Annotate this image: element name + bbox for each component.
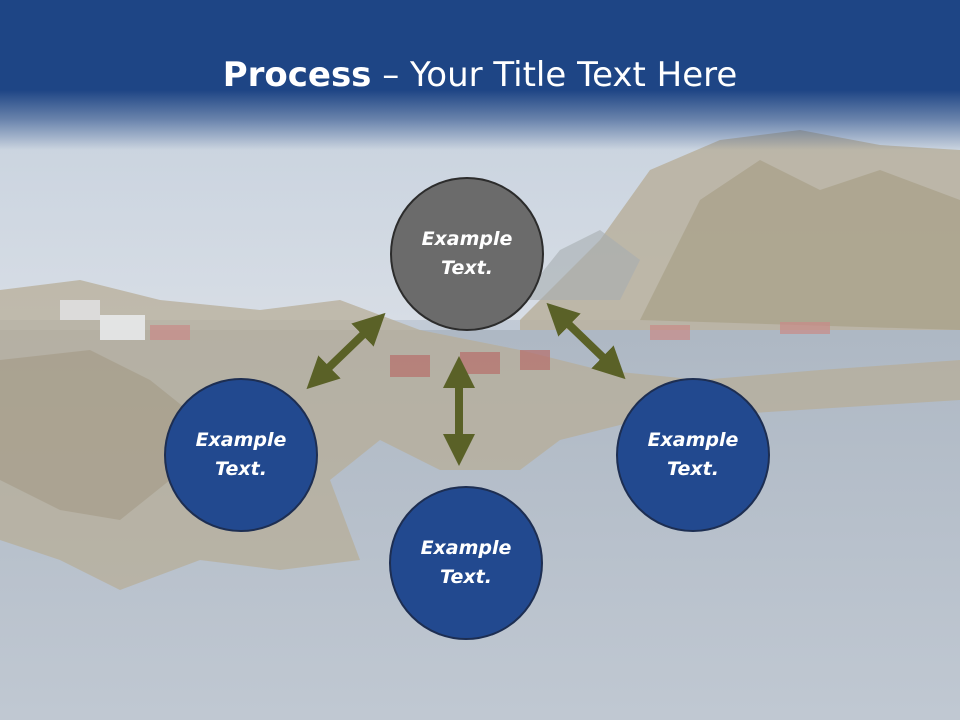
left-node: Example Text.: [164, 378, 318, 532]
page-title: Process – Your Title Text Here: [0, 50, 960, 100]
arrow-center-right: [546, 302, 626, 380]
bottom-node-label: Example Text.: [420, 537, 512, 588]
title-bar: [0, 0, 960, 150]
left-node-label: Example Text.: [195, 429, 287, 480]
center-node-label: Example Text.: [421, 228, 513, 279]
center-node: Example Text.: [390, 177, 544, 331]
arrow-center-left: [306, 312, 386, 390]
title-bold: Process: [222, 55, 372, 95]
title-rest: – Your Title Text Here: [371, 55, 738, 95]
bottom-node: Example Text.: [389, 486, 543, 640]
right-node-label: Example Text.: [647, 429, 739, 480]
right-node: Example Text.: [616, 378, 770, 532]
